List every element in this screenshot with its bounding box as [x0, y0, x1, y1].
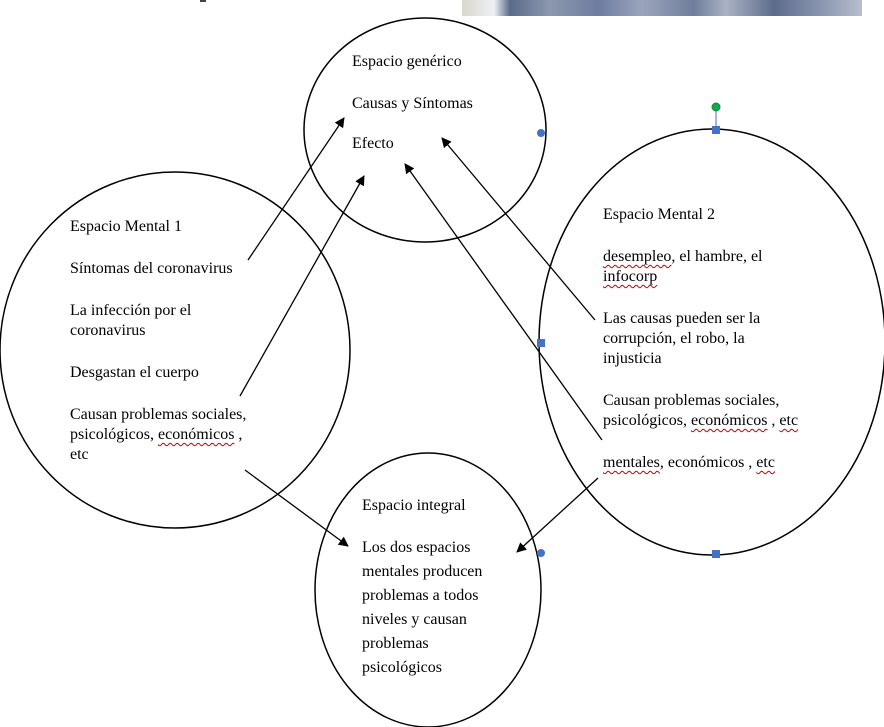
mental-space-1-comma: , [234, 426, 243, 443]
integral-space-line3: problemas a todos [362, 587, 479, 604]
integral-space-ellipse [314, 452, 542, 727]
resize-handle-bottom[interactable] [712, 550, 720, 558]
mental-space-1-symptoms: Síntomas del coronavirus [70, 260, 233, 277]
mental-space-1-etc: etc [70, 446, 89, 463]
mental-space-2-title: Espacio Mental 2 [603, 206, 715, 223]
anchor-dot-integral[interactable] [537, 549, 545, 557]
mental-space-1-ellipse [0, 171, 351, 529]
arrow-problems2-to-generic [404, 163, 603, 441]
mental-space-1-problems-line2: psicológicos, económicos , [70, 425, 242, 445]
arrow-mental2-to-integral [516, 477, 599, 553]
mental-space-2-causes-line2: corrupción, el robo, la [603, 330, 745, 347]
integral-space-line4: niveles y causan [362, 611, 467, 628]
mental-space-2-problems-line2: psicológicos, económicos , etc [603, 411, 798, 431]
mental-space-1-problems-line1: Causan problemas sociales, [70, 406, 247, 423]
resize-handle-top[interactable] [712, 126, 720, 134]
mental-space-1-psych-word: psicológicos, [70, 426, 154, 443]
mental-space-2-hunger-text: , el hambre, el [671, 248, 763, 265]
generic-space-effect: Efecto [352, 135, 394, 152]
mental-space-2-unemployment-word: desempleo [603, 248, 672, 265]
mental-space-1-infection-line2: coronavirus [70, 322, 146, 339]
stray-dash-mark [200, 0, 206, 2]
mental-space-2-problems-line1: Causan problemas sociales, [603, 392, 780, 409]
mental-space-2-infocorp-word: infocorp [603, 268, 658, 285]
mental-space-2-psych-word: psicológicos, [603, 412, 687, 429]
generic-space-ellipse [303, 17, 547, 243]
arrow-symptoms-to-generic [247, 117, 345, 261]
arrow-causes2-to-generic [441, 137, 596, 321]
mental-space-2-comma: , [767, 412, 780, 429]
arrow-causes1-to-generic [239, 175, 365, 397]
resize-handle-left[interactable] [537, 339, 545, 347]
mental-space-2-item1-line2: infocorp [603, 267, 657, 287]
mental-space-2-item1-line1: desempleo, el hambre, el [603, 247, 763, 267]
mental-space-1-title: Espacio Mental 1 [70, 218, 182, 235]
integral-space-line5: problemas [362, 635, 429, 652]
mental-space-2-etc-word: etc [779, 412, 799, 429]
mental-space-2-econ-word: económicos [691, 412, 768, 429]
mental-space-1-econ-word: económicos [158, 426, 235, 443]
arrow-problems1-to-integral [244, 469, 349, 547]
integral-space-title: Espacio integral [362, 497, 466, 514]
mental-space-2-mental-word: mentales [603, 454, 660, 471]
integral-space-line1: Los dos espacios [362, 539, 471, 556]
mental-space-2-causes-line1: Las causas pueden ser la [603, 310, 761, 327]
mental-space-2-etc2-word: etc [756, 454, 775, 471]
mental-space-2-econ-text: , económicos , [659, 454, 757, 471]
mental-space-1-wear: Desgastan el cuerpo [70, 364, 199, 381]
mental-space-1-infection-line1: La infección por el [70, 302, 192, 319]
background-photo-strip [462, 0, 862, 16]
generic-space-title: Espacio genérico [352, 53, 462, 70]
mental-space-2-mental-line: mentales, económicos , etc [603, 453, 775, 473]
mental-space-2-causes-line3: injusticia [603, 350, 662, 367]
integral-space-line6: psicológicos [362, 659, 442, 676]
anchor-dot-generic[interactable] [537, 129, 545, 137]
generic-space-causes: Causas y Síntomas [352, 95, 473, 112]
rotate-handle[interactable] [711, 102, 721, 112]
integral-space-line2: mentales producen [362, 563, 483, 580]
